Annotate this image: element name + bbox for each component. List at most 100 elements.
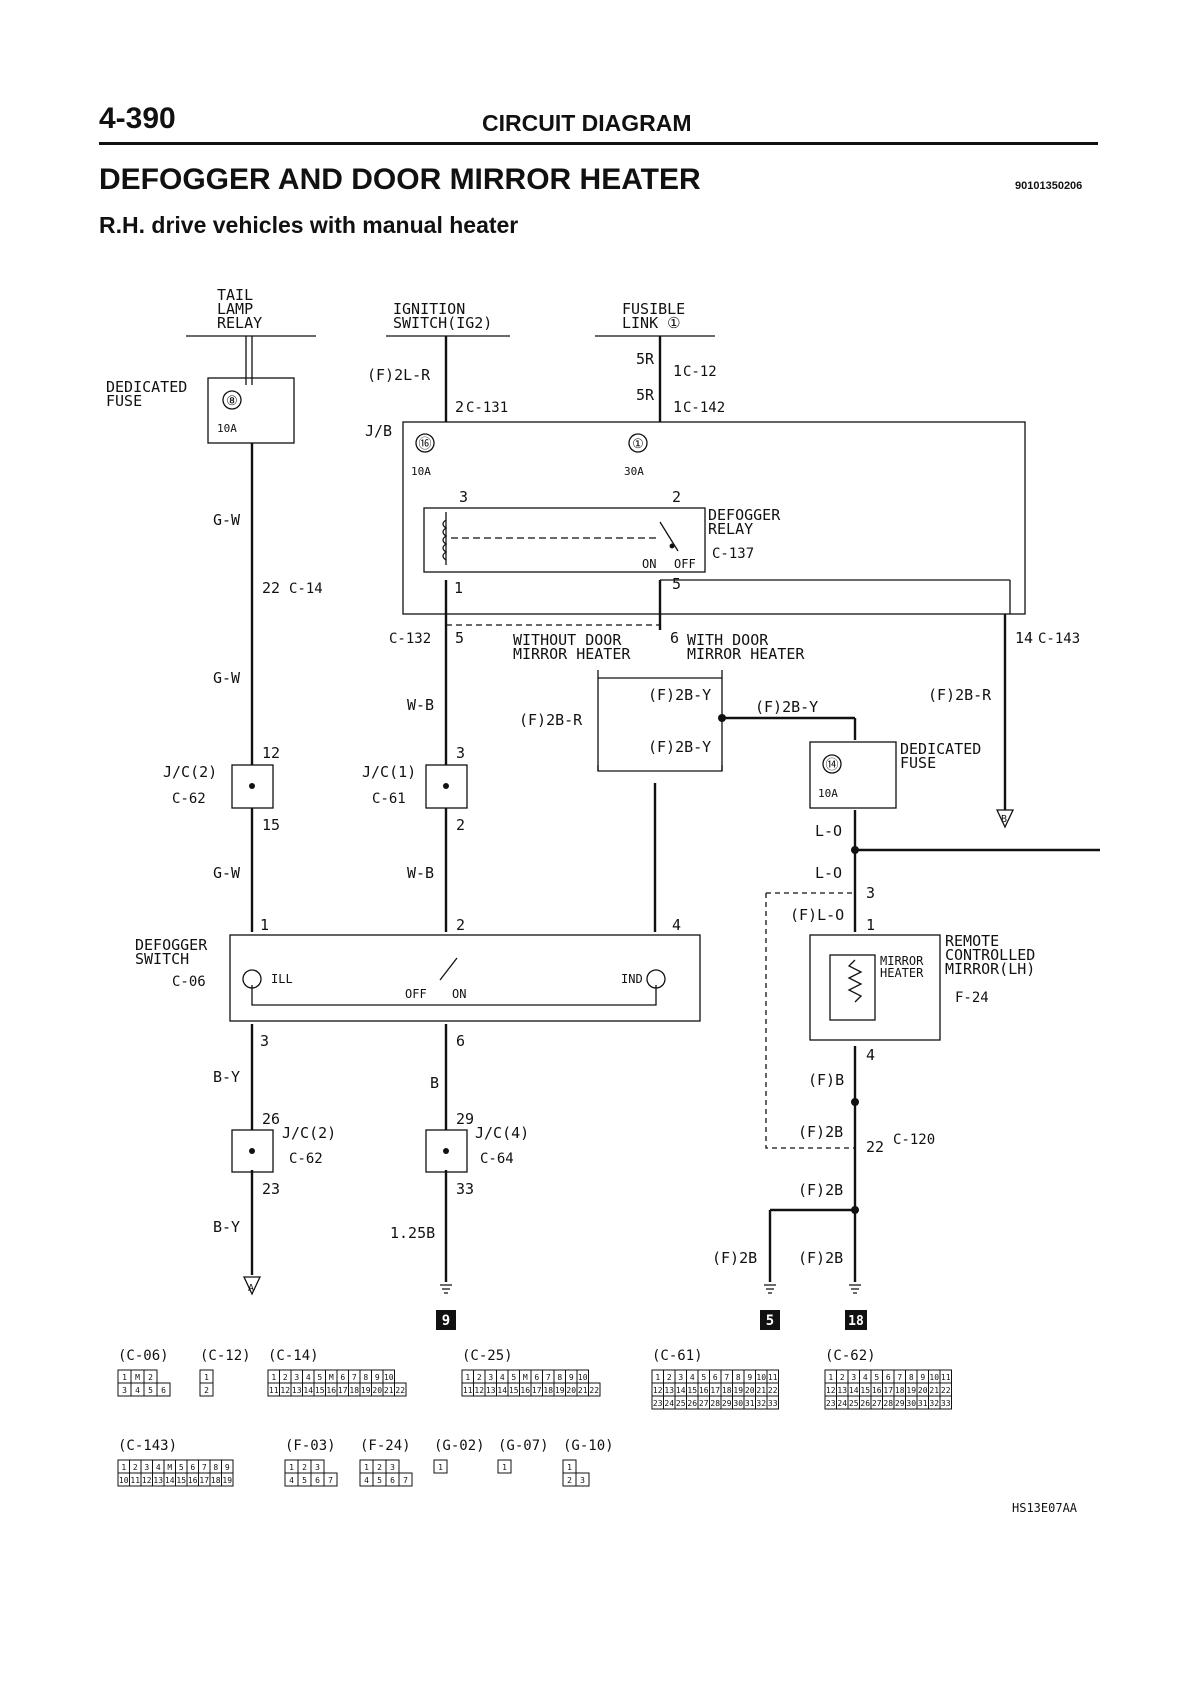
pin-number: 32 bbox=[756, 1399, 766, 1408]
pin-number: 2 bbox=[148, 1373, 153, 1382]
pin-number: 2 bbox=[840, 1373, 845, 1382]
pin-cell bbox=[433, 1459, 448, 1474]
pin-number: 9 bbox=[920, 1373, 925, 1382]
without-mirror-label-2: MIRROR HEATER bbox=[513, 645, 631, 663]
pin-number: M bbox=[329, 1373, 334, 1382]
defogger-switch-box bbox=[229, 934, 701, 1022]
pin-number: 2 bbox=[283, 1373, 288, 1382]
pin-number: 12 bbox=[142, 1476, 152, 1485]
wire-125b: 1.25B bbox=[390, 1224, 435, 1242]
fuse-16-number: ⑯ bbox=[418, 437, 431, 452]
pin-c131: 2 bbox=[455, 398, 464, 416]
pin-14: 14 bbox=[1015, 629, 1033, 647]
ground-9: 9 bbox=[442, 1313, 450, 1329]
mirror-heater-label-2: HEATER bbox=[880, 966, 924, 980]
pin-number: 16 bbox=[872, 1386, 882, 1395]
pin-number: 3 bbox=[390, 1463, 395, 1472]
pin-number: 5 bbox=[511, 1373, 516, 1382]
remote-mirror-label-2: CONTROLLED bbox=[945, 946, 1035, 964]
wire-gw-3: G-W bbox=[213, 864, 241, 882]
pin-cell bbox=[398, 1472, 413, 1487]
fuse-1-number: ① bbox=[632, 437, 644, 452]
pin-number: M bbox=[167, 1463, 172, 1472]
pin-number: 28 bbox=[710, 1399, 720, 1408]
connector-view-label: (G-10) bbox=[563, 1438, 614, 1454]
pin-number: 6 bbox=[161, 1386, 166, 1395]
conn-c62-b: C-62 bbox=[289, 1151, 323, 1167]
pin-mirror-1: 1 bbox=[866, 916, 875, 934]
pin-number: 1 bbox=[655, 1373, 660, 1382]
conn-c06: C-06 bbox=[172, 974, 206, 990]
dedicated-fuse-2-label-1: DEDICATED bbox=[900, 740, 981, 758]
pin-number: 8 bbox=[213, 1463, 218, 1472]
connector-view-label: (G-07) bbox=[498, 1438, 549, 1454]
pin-number: 33 bbox=[941, 1399, 951, 1408]
pin-33: 33 bbox=[456, 1180, 474, 1198]
pin-number: 5 bbox=[377, 1476, 382, 1485]
wire-wb-2: W-B bbox=[407, 864, 434, 882]
pin-number: 5 bbox=[701, 1373, 706, 1382]
pin-number: 2 bbox=[302, 1463, 307, 1472]
pin-mirror-3: 3 bbox=[866, 884, 875, 902]
fuse-1-rating: 30A bbox=[624, 465, 644, 478]
pin-number: 14 bbox=[676, 1386, 686, 1395]
pin-number: 27 bbox=[699, 1399, 709, 1408]
pin-number: 4 bbox=[690, 1373, 695, 1382]
wire-f2by-c: (F)2B-Y bbox=[648, 738, 711, 756]
pin-number: 21 bbox=[756, 1386, 766, 1395]
pin-number: 20 bbox=[566, 1386, 576, 1395]
pin-number: 16 bbox=[326, 1386, 336, 1395]
pin-number: M bbox=[135, 1373, 140, 1382]
jc4-label: J/C(4) bbox=[475, 1124, 529, 1142]
wire-f2lr: (F)2L-R bbox=[367, 366, 431, 384]
pin-number: 4 bbox=[500, 1373, 505, 1382]
jc2-a-label: J/C(2) bbox=[163, 763, 217, 781]
pin-number: 15 bbox=[687, 1386, 697, 1395]
pin-number: 3 bbox=[122, 1386, 127, 1395]
pin-number: 9 bbox=[225, 1463, 230, 1472]
tail-lamp-relay-label-3: RELAY bbox=[217, 314, 262, 332]
connector-view-label: (C-14) bbox=[268, 1348, 319, 1364]
pin-number: 15 bbox=[176, 1476, 186, 1485]
pin-number: 20 bbox=[918, 1386, 928, 1395]
ground-18: 18 bbox=[848, 1314, 864, 1329]
pin-number: 2 bbox=[667, 1373, 672, 1382]
pin-number: 6 bbox=[390, 1476, 395, 1485]
pin-6: 6 bbox=[670, 629, 679, 647]
pin-number: 7 bbox=[403, 1476, 408, 1485]
pin-number: 15 bbox=[315, 1386, 325, 1395]
defogger-relay-label-2: RELAY bbox=[708, 520, 753, 538]
pin-5-relay: 5 bbox=[672, 575, 681, 593]
pin-number: 13 bbox=[292, 1386, 302, 1395]
page-subtitle: R.H. drive vehicles with manual heater bbox=[99, 212, 519, 238]
pin-number: 8 bbox=[557, 1373, 562, 1382]
pin-15: 15 bbox=[262, 816, 280, 834]
conn-c14: C-14 bbox=[289, 581, 323, 597]
pin-number: 22 bbox=[941, 1386, 951, 1395]
pin-number: 1 bbox=[122, 1373, 127, 1382]
pin-number: 11 bbox=[463, 1386, 473, 1395]
pin-number: 2 bbox=[204, 1386, 209, 1395]
pin-cell bbox=[156, 1382, 171, 1397]
pin-number: 19 bbox=[361, 1386, 371, 1395]
connector-view-label: (C-61) bbox=[652, 1348, 703, 1364]
page-number: 4-390 bbox=[99, 102, 176, 135]
page-title: DEFOGGER AND DOOR MIRROR HEATER bbox=[99, 163, 701, 196]
wire-5r-b: 5R bbox=[636, 386, 655, 404]
jc2-b-box bbox=[231, 1129, 274, 1173]
conn-c64: C-64 bbox=[480, 1151, 514, 1167]
section-title: CIRCUIT DIAGRAM bbox=[482, 110, 692, 136]
pin-number: M bbox=[523, 1373, 528, 1382]
pin-number: 26 bbox=[860, 1399, 870, 1408]
pin-number: 8 bbox=[363, 1373, 368, 1382]
connector-view-g-02: (G-02)1 bbox=[433, 1438, 485, 1474]
fuse-14-number: ⑭ bbox=[825, 758, 838, 773]
relay-off-label: OFF bbox=[674, 557, 696, 571]
pin-number: 3 bbox=[851, 1373, 856, 1382]
remote-mirror-label-1: REMOTE bbox=[945, 932, 999, 950]
pin-number: 13 bbox=[153, 1476, 163, 1485]
pin-number: 9 bbox=[747, 1373, 752, 1382]
pin-number: 29 bbox=[722, 1399, 732, 1408]
